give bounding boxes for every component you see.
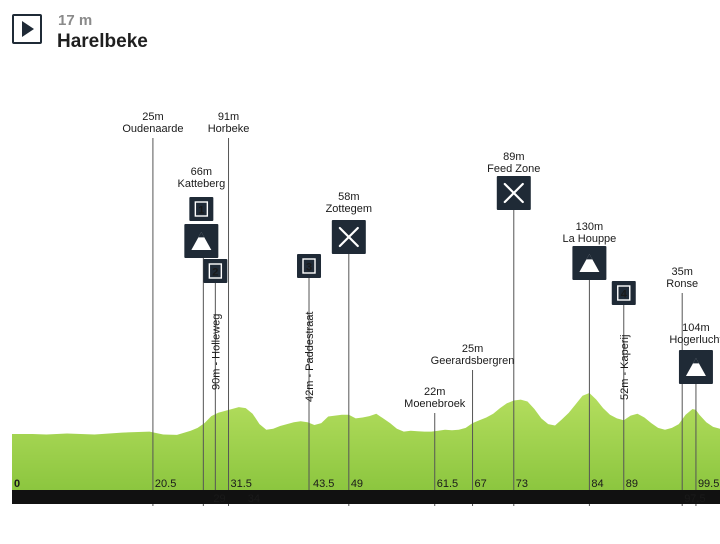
marker-ronse-name: Ronse [666, 278, 698, 290]
marker-hogerlucht-name: Hogerlucht [669, 334, 720, 346]
km-label-29: 29 [213, 493, 225, 505]
feed-zone-icon [503, 182, 524, 204]
sector-frame [208, 263, 223, 279]
km-label-61-5: 61.5 [437, 478, 458, 490]
sector-frame [617, 285, 631, 301]
sector-number: 1 [198, 205, 204, 217]
km-label-43-5: 43.5 [313, 478, 334, 490]
km-label-20-5: 20.5 [155, 478, 176, 490]
marker-la-houppe-elev: 130m [576, 221, 604, 233]
climb-icon [191, 232, 212, 250]
km-label-67: 67 [475, 478, 487, 490]
start-distance: 17 m [58, 12, 93, 29]
marker-feed-zone-name: Feed Zone [487, 163, 540, 175]
sector-kaperij-label: 52m - Kaperij [619, 335, 631, 400]
marker-zottegem-name: Zottegem [326, 203, 372, 215]
play-icon [22, 21, 34, 37]
marker-ronse-elev: 35m [671, 266, 692, 278]
sector-number: 4 [621, 289, 628, 301]
sector-katteberg-name: Katteberg [177, 178, 225, 190]
marker-oudenaarde-elev: 25m [142, 111, 163, 123]
km-label-99-5: 99.5 [698, 478, 719, 490]
marker-horbeke-elev: 91m [218, 111, 239, 123]
km-label-89: 89 [626, 478, 638, 490]
feed-zone-icon [338, 226, 359, 248]
sector-paddestraat-label: 42m - Paddestraat [304, 312, 316, 403]
sector-frame [302, 258, 316, 274]
climb-icon [579, 254, 600, 272]
sector-number: 2 [212, 267, 218, 279]
km-label-97-5: 97.5 [684, 493, 705, 505]
marker-feed-zone-elev: 89m [503, 151, 524, 163]
sector-katteberg-elev: 66m [191, 166, 212, 178]
km-label-49: 49 [351, 478, 363, 490]
marker-la-houppe-name: La Houppe [562, 233, 616, 245]
km-label-73: 73 [516, 478, 528, 490]
km-label-31-5: 31.5 [231, 478, 252, 490]
start-km-label: 0 [14, 478, 20, 490]
km-label-34: 34 [248, 493, 260, 505]
sector-number: 3 [306, 262, 312, 274]
start-icon-box [12, 14, 42, 44]
marker-zottegem-elev: 58m [338, 191, 359, 203]
sector-frame [194, 201, 209, 217]
marker-moenebroek-elev: 22m [424, 386, 445, 398]
km-label-84: 84 [591, 478, 603, 490]
marker-hogerlucht-elev: 104m [682, 322, 710, 334]
terrain-profile [12, 393, 720, 490]
marker-geerardsbergren-name: Geerardsbergren [431, 355, 515, 367]
marker-horbeke-name: Horbeke [208, 123, 250, 135]
distance-axis-bar [12, 490, 720, 504]
marker-oudenaarde-name: Oudenaarde [122, 123, 183, 135]
marker-moenebroek-name: Moenebroek [404, 398, 466, 410]
climb-icon [685, 358, 706, 376]
start-town: Harelbeke [57, 31, 148, 52]
marker-geerardsbergren-elev: 25m [462, 343, 483, 355]
sector-holleweg-label: 90m - Holleweg [210, 314, 222, 390]
